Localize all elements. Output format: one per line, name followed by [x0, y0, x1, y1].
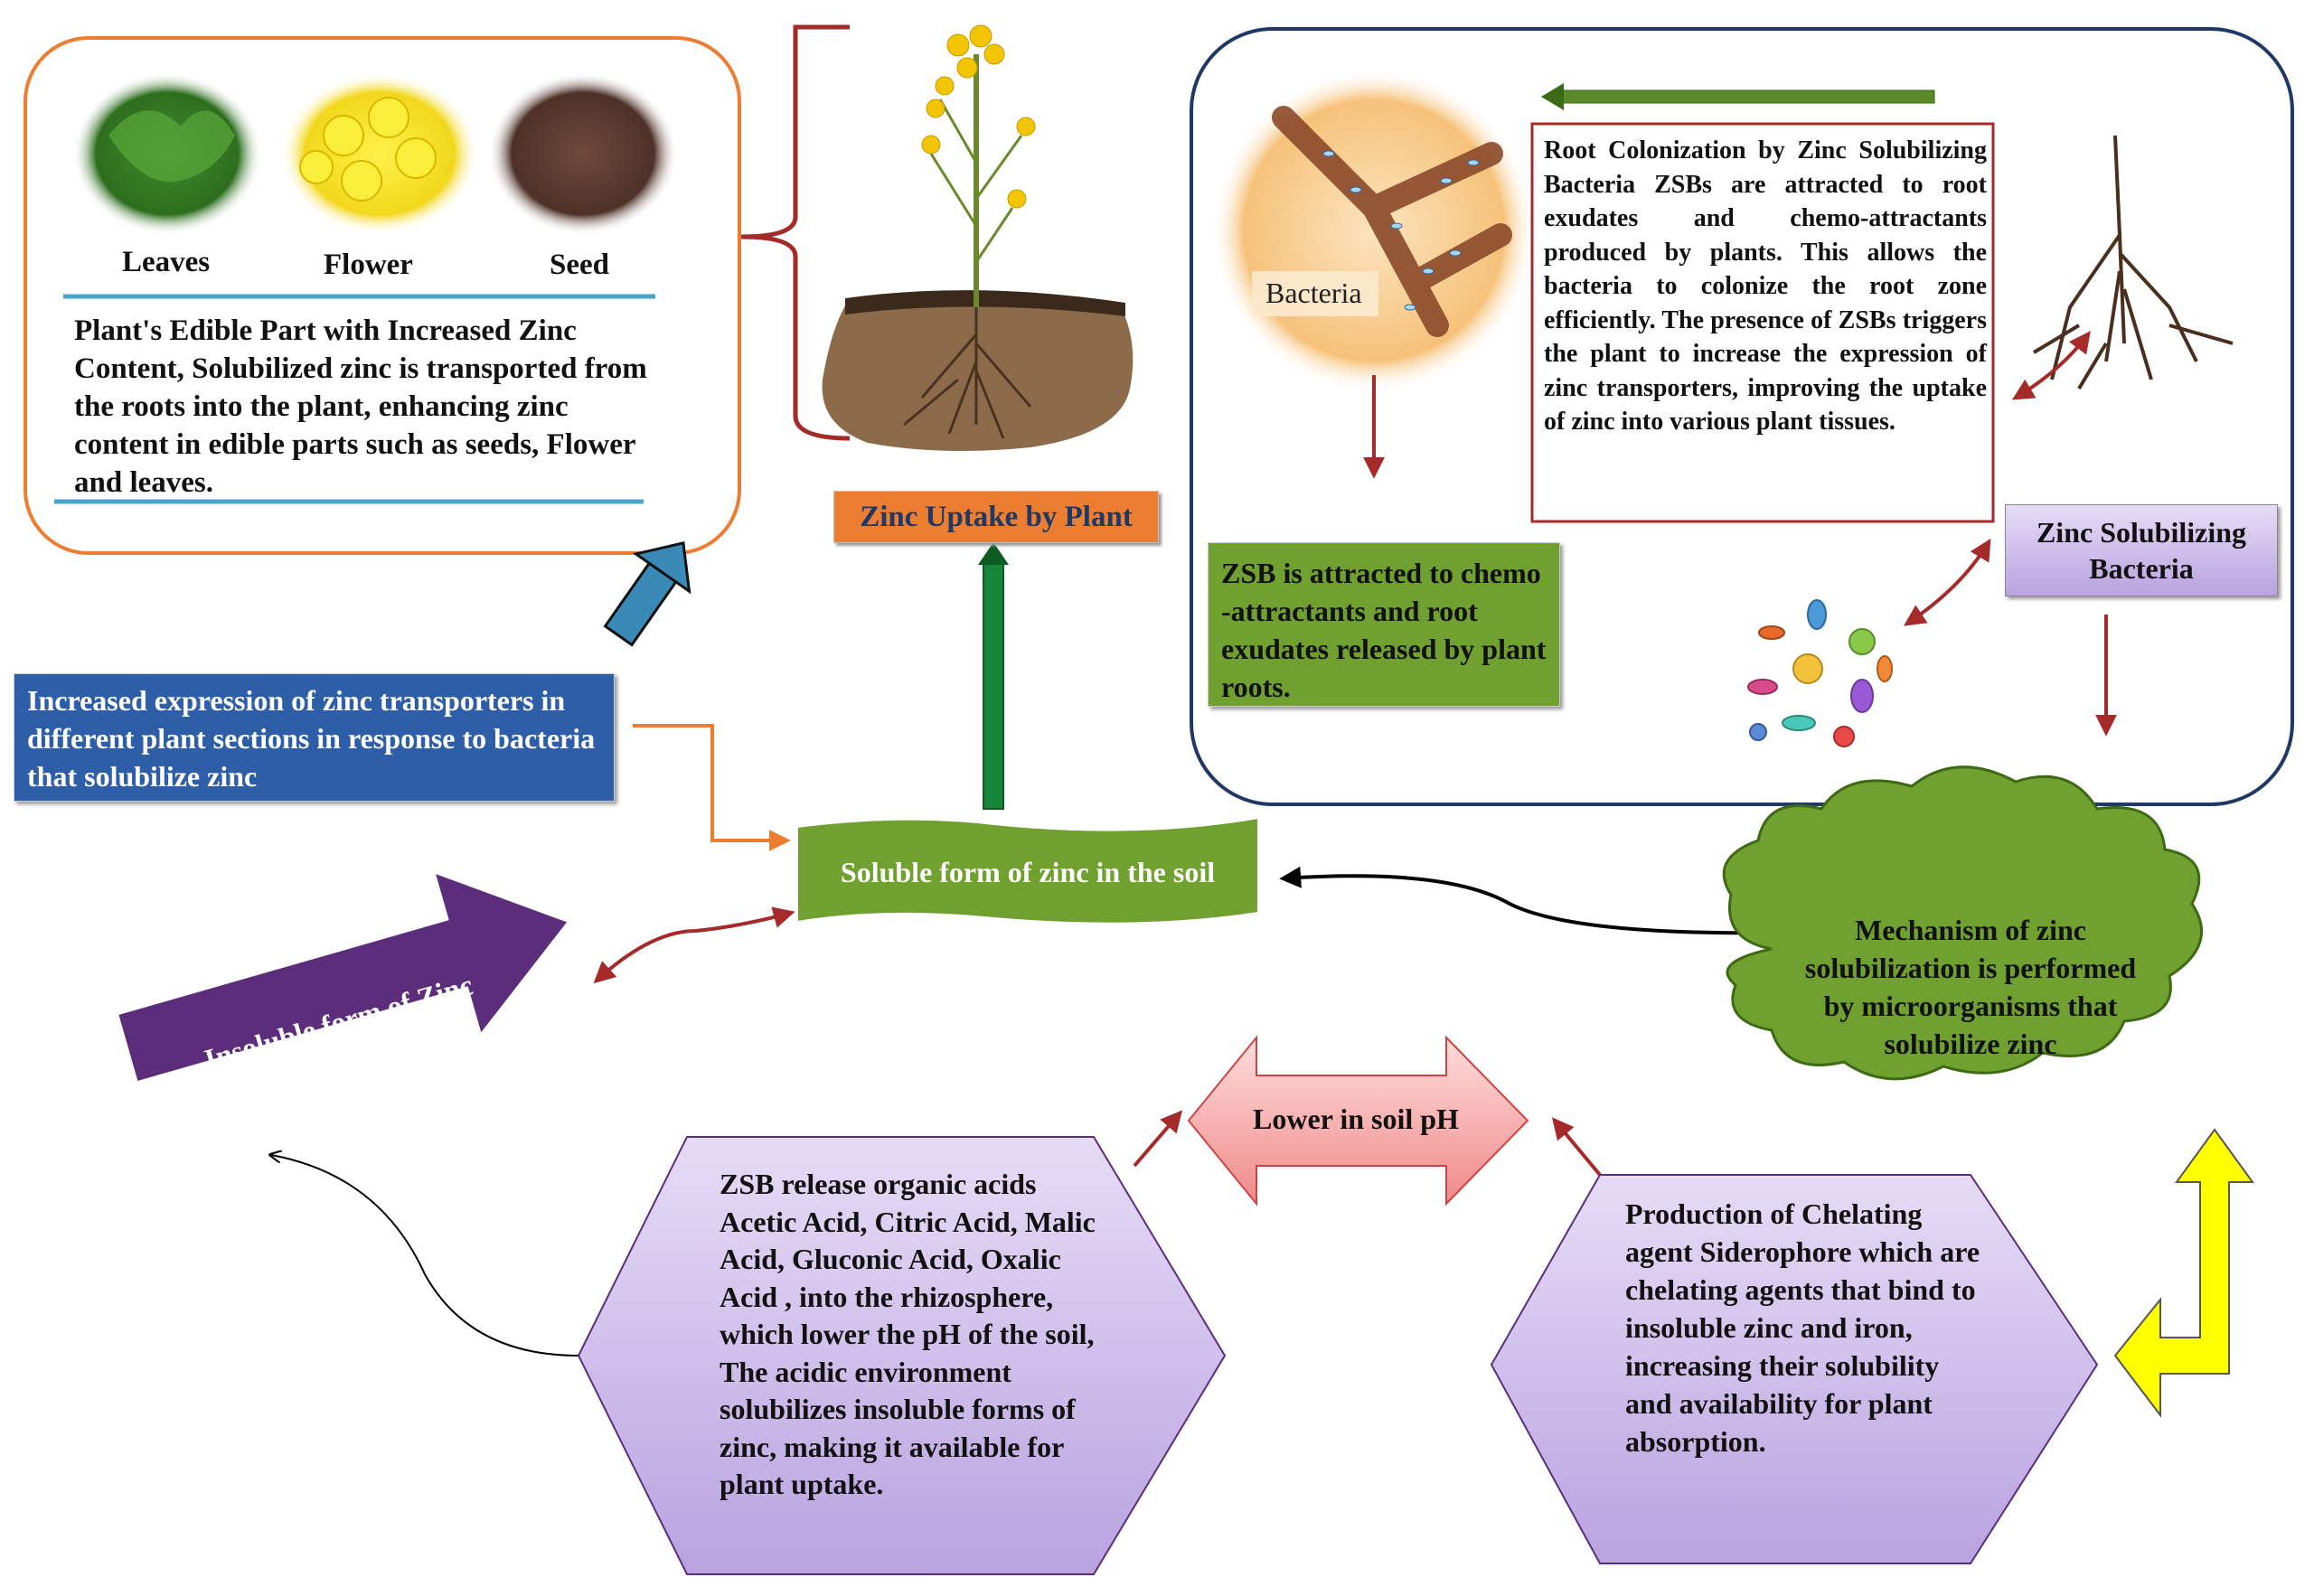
edible-parts-text: Plant's Edible Part with Increased Zinc … [74, 315, 647, 499]
colonization-box [1530, 122, 1995, 523]
zsb-attracted-text: ZSB is attracted to chemo -attractants a… [1221, 557, 1547, 703]
blue-diagonal-arrow [603, 540, 691, 647]
green-left-arrow [1541, 83, 1935, 110]
lower-ph-arrow [1187, 1035, 1529, 1206]
uptake-label: Zinc Uptake by Plant [833, 491, 1159, 543]
colonization-text: Root Colonization by Zinc Solubilizing B… [1544, 136, 1987, 436]
plant-illustration [822, 24, 1133, 451]
insoluble-arrow [114, 868, 573, 1085]
leaves-label: Leaves [122, 246, 211, 278]
zsb-label-box: Zinc Solubilizing Bacteria [2005, 504, 2278, 596]
chelating-hexagon [1490, 1174, 2099, 1564]
zsb-attracted-box: ZSB is attracted to chemo -attractants a… [1208, 542, 1560, 707]
green-up-arrow [978, 542, 1009, 810]
flower-image [280, 72, 479, 235]
flower-label: Flower [324, 249, 413, 281]
soluble-text: Soluble form of zinc in the soil [840, 856, 1216, 888]
root-image [2032, 135, 2234, 390]
organic-acids-text: ZSB release organic acids Acetic Acid, C… [720, 1168, 1096, 1500]
uptake-label-text: Zinc Uptake by Plant [860, 500, 1133, 533]
lower-ph-text: Lower in soil pH [1253, 1103, 1459, 1135]
soluble-box [796, 816, 1259, 925]
seed-image [488, 72, 678, 235]
seed-label: Seed [550, 249, 609, 281]
zsb-label-text: Zinc Solubilizing Bacteria [2036, 516, 2247, 585]
transporters-text: Increased expression of zinc transporter… [27, 684, 596, 793]
mechanism-text: Mechanism of zinc solubilization is perf… [1804, 914, 2137, 1060]
brace [740, 24, 851, 441]
mechanism-cloud [1722, 765, 2204, 1081]
microbes-image [1731, 587, 1903, 759]
transporters-box: Increased expression of zinc transporter… [14, 673, 615, 802]
bacteria-label: Bacteria [1265, 277, 1362, 309]
yellow-double-arrow [2113, 1128, 2254, 1418]
chelating-text: Production of Chelating agent Siderophor… [1625, 1197, 1980, 1458]
